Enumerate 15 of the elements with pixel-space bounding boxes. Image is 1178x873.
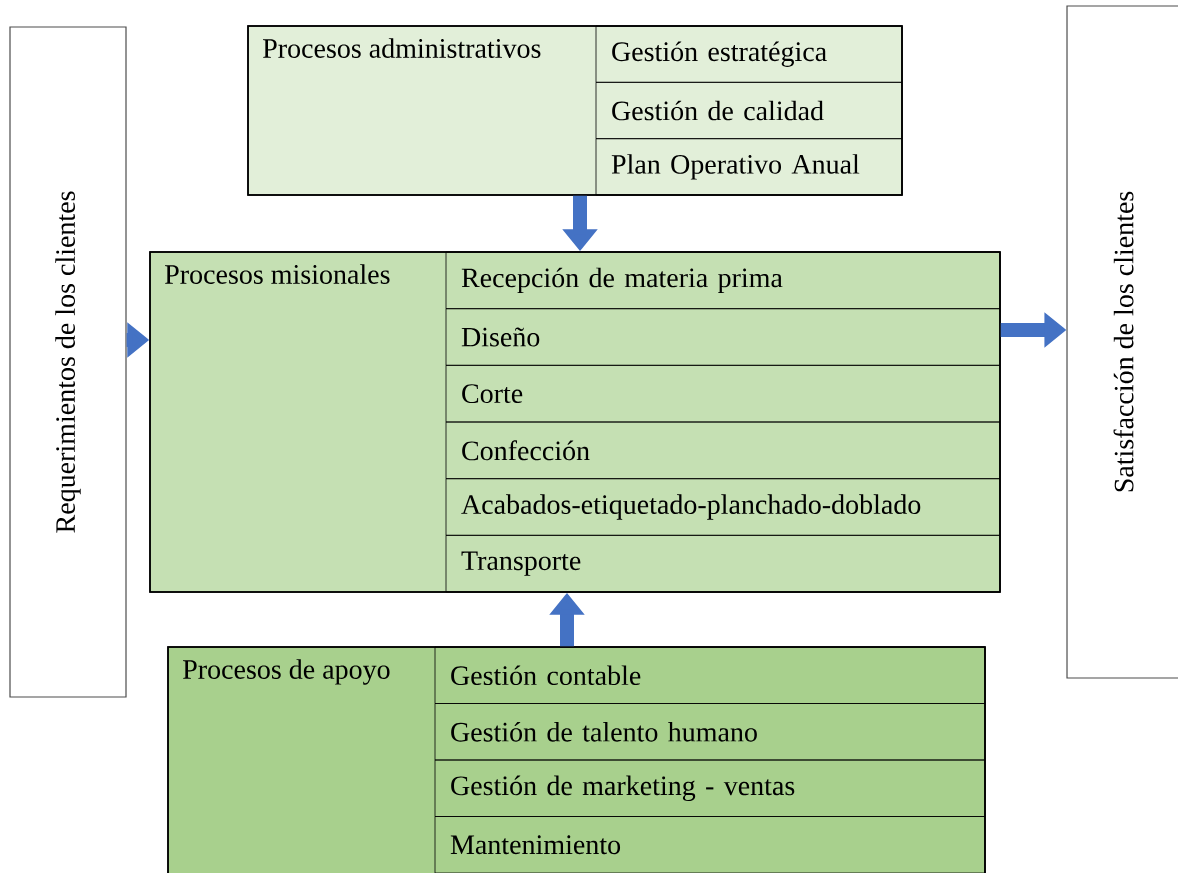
process-row: Corte xyxy=(445,364,1001,423)
process-row: Gestión de talento humano xyxy=(434,703,986,761)
process-row: Gestión de marketing - ventas xyxy=(434,759,986,817)
process-row: Recepción de materia prima xyxy=(445,251,1001,310)
process-row: Gestión contable xyxy=(434,646,986,704)
process-row: Transporte xyxy=(445,534,1001,593)
process-row: Confección xyxy=(445,421,1001,480)
process-row: Diseño xyxy=(445,308,1001,366)
process-row: Acabados-etiquetado-planchado-doblado xyxy=(445,478,1001,536)
process-row: Plan Operativo Anual xyxy=(595,138,903,196)
side-box: Satisfacción de los clientes xyxy=(1066,5,1178,679)
process-row: Gestión estratégica xyxy=(595,25,903,83)
side-box: Requerimientos de los clientes xyxy=(9,26,127,698)
process-row: Gestión de calidad xyxy=(595,81,903,140)
process-row: Mantenimiento xyxy=(434,816,986,873)
